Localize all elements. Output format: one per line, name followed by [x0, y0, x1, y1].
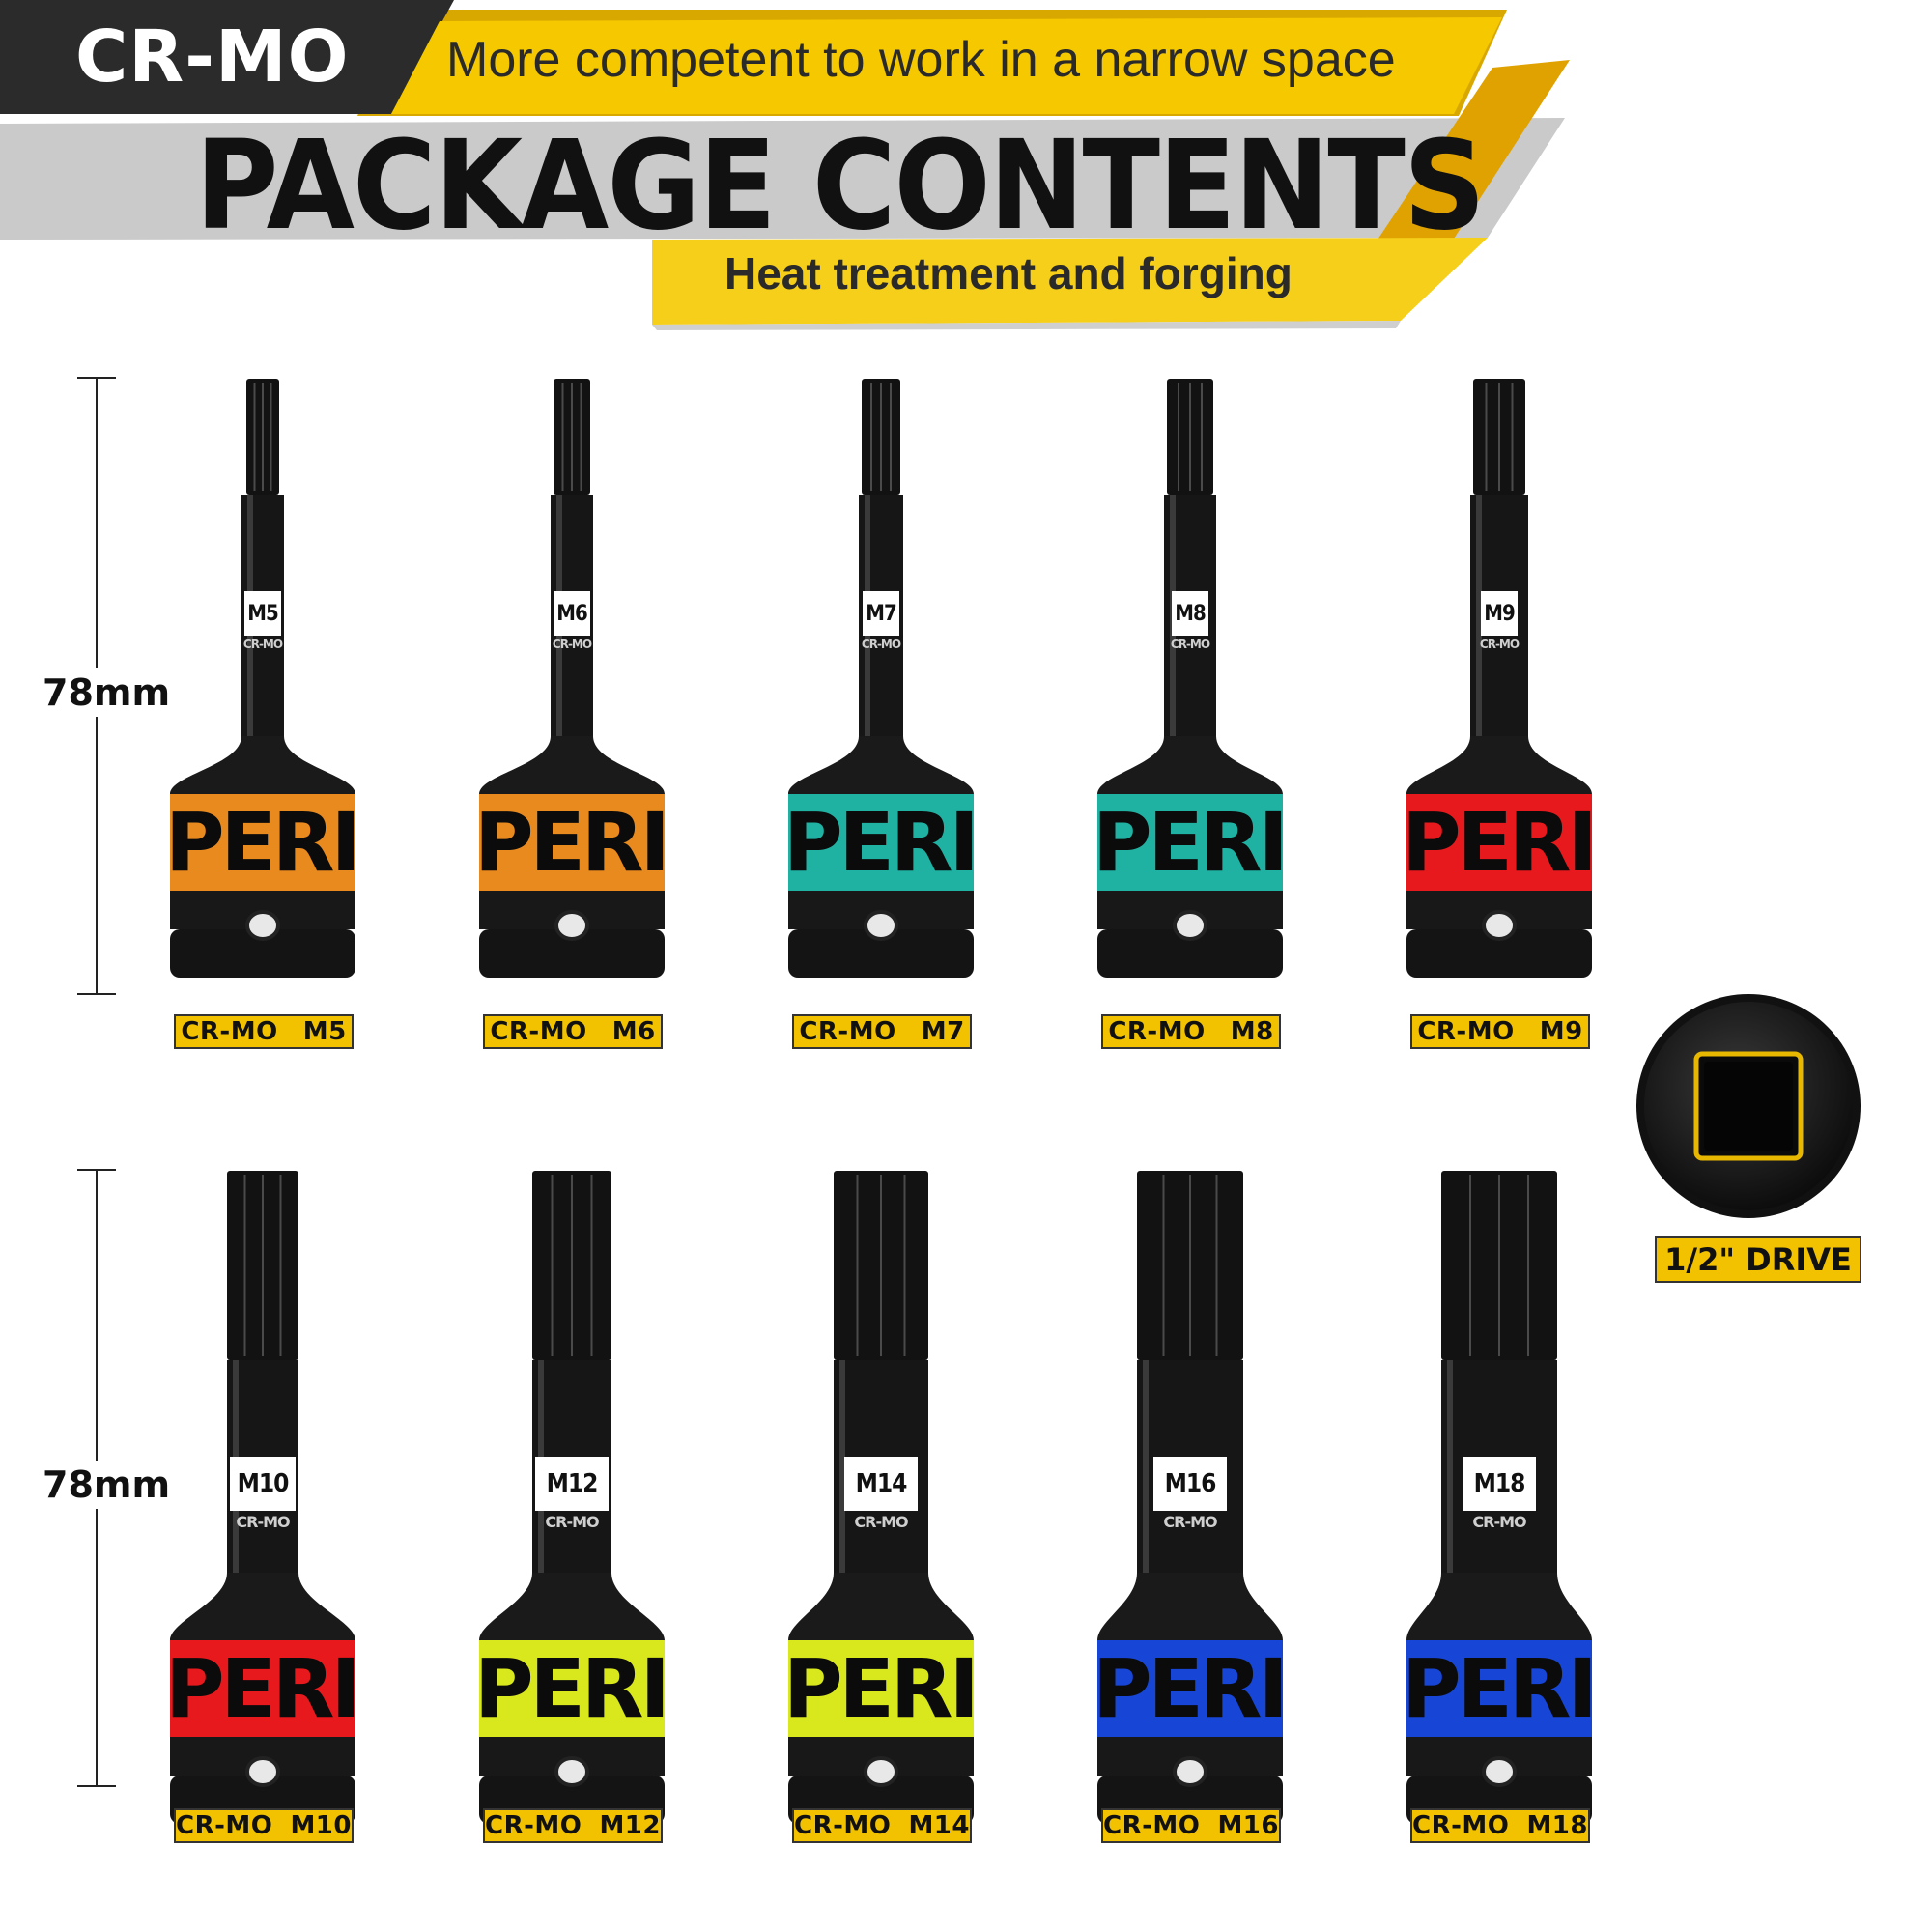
size-tag-material: CR-MO [1108, 1017, 1206, 1046]
size-tag-size: M12 [599, 1811, 661, 1840]
socket-band-text: UPERIO [1406, 1641, 1592, 1736]
socket-body-icon [1406, 379, 1592, 978]
header-banner: CR-MO More competent to work in a narrow… [0, 0, 1932, 348]
brand-label: CR-MO [75, 15, 350, 99]
size-tag-size: M16 [1217, 1811, 1279, 1840]
socket-band-text: UPERIO [1406, 795, 1592, 890]
socket-material-label: CR-MO [1163, 1513, 1217, 1531]
socket-band-text: UPERIO [788, 795, 974, 890]
socket-size-label: M8 [1172, 591, 1208, 636]
socket-material-label: CR-MO [1170, 638, 1210, 651]
size-tag-material: CR-MO [1412, 1811, 1510, 1840]
socket-body-icon [479, 379, 665, 978]
socket-band-text: UPERIO [788, 1641, 974, 1736]
size-tag-material: CR-MO [176, 1811, 273, 1840]
socket-size-label: M9 [1481, 591, 1518, 636]
socket-size-label: M10 [230, 1457, 296, 1511]
socket-material-label: CR-MO [242, 638, 283, 651]
socket-body-icon [170, 1171, 355, 1824]
size-tag-m8: CR-MO M8 [1101, 1014, 1281, 1049]
socket-material-label: CR-MO [545, 1513, 599, 1531]
brand-block [0, 0, 454, 114]
drive-size-tag: 1/2" DRIVE [1655, 1236, 1861, 1283]
socket-size-label: M14 [844, 1457, 918, 1511]
size-tag-size: M7 [921, 1017, 965, 1046]
socket-material-label: CR-MO [1472, 1513, 1526, 1531]
socket-band-text: UPERIO [170, 795, 355, 890]
size-tag-m7: CR-MO M7 [792, 1014, 972, 1049]
socket-body-icon [1097, 379, 1283, 978]
socket-body-icon [788, 379, 974, 978]
socket-band-text: UPERIO [170, 1641, 355, 1736]
socket-band-text: UPERIO [479, 1641, 665, 1736]
size-tag-size: M14 [908, 1811, 970, 1840]
height-label-row-2: 78mm [43, 1461, 171, 1509]
size-tag-size: M5 [302, 1017, 347, 1046]
size-tag-m9: CR-MO M9 [1410, 1014, 1590, 1049]
size-tag-material: CR-MO [1103, 1811, 1201, 1840]
subline-stripe [652, 238, 1488, 325]
socket-size-label: M5 [244, 591, 281, 636]
size-tag-m18: CR-MO M18 [1410, 1808, 1590, 1843]
socket-size-label: M7 [863, 591, 899, 636]
socket-body-icon [1406, 1171, 1592, 1824]
size-tag-material: CR-MO [485, 1811, 582, 1840]
size-tag-m14: CR-MO M14 [792, 1808, 972, 1843]
socket-material-label: CR-MO [861, 638, 901, 651]
socket-material-label: CR-MO [552, 638, 592, 651]
size-tag-material: CR-MO [799, 1017, 896, 1046]
socket-material-label: CR-MO [1479, 638, 1520, 651]
banner-shapes [0, 0, 1570, 330]
socket-material-label: CR-MO [854, 1513, 908, 1531]
socket-band-text: UPERIO [1097, 1641, 1283, 1736]
size-tag-material: CR-MO [794, 1811, 892, 1840]
socket-size-label: M6 [554, 591, 590, 636]
size-tag-m6: CR-MO M6 [483, 1014, 663, 1049]
socket-size-label: M18 [1463, 1457, 1536, 1511]
tagline: More competent to work in a narrow space [446, 32, 1396, 88]
socket-band-text: UPERIO [1097, 795, 1283, 890]
socket-band-text: UPERIO [479, 795, 665, 890]
size-tag-material: CR-MO [490, 1017, 587, 1046]
size-tag-size: M9 [1539, 1017, 1583, 1046]
size-tag-size: M8 [1230, 1017, 1274, 1046]
size-tag-size: M18 [1526, 1811, 1588, 1840]
socket-size-label: M12 [535, 1457, 609, 1511]
page-title: PACKAGE CONTENTS [195, 113, 1486, 258]
size-tag-m16: CR-MO M16 [1101, 1808, 1281, 1843]
tagline-stripe [391, 17, 1502, 114]
size-tag-material: CR-MO [181, 1017, 278, 1046]
size-tag-m10: CR-MO M10 [174, 1808, 354, 1843]
size-tag-size: M10 [290, 1811, 352, 1840]
subline: Heat treatment and forging [724, 248, 1293, 298]
socket-material-label: CR-MO [236, 1513, 290, 1531]
size-tag-material: CR-MO [1417, 1017, 1515, 1046]
size-tag-m5: CR-MO M5 [174, 1014, 354, 1049]
socket-size-label: M16 [1153, 1457, 1227, 1511]
height-label-row-1: 78mm [43, 668, 171, 717]
size-tag-size: M6 [611, 1017, 656, 1046]
title-band [0, 118, 1565, 240]
socket-body-icon [170, 379, 355, 978]
size-tag-m12: CR-MO M12 [483, 1808, 663, 1843]
square-drive-end-icon [1636, 994, 1861, 1218]
